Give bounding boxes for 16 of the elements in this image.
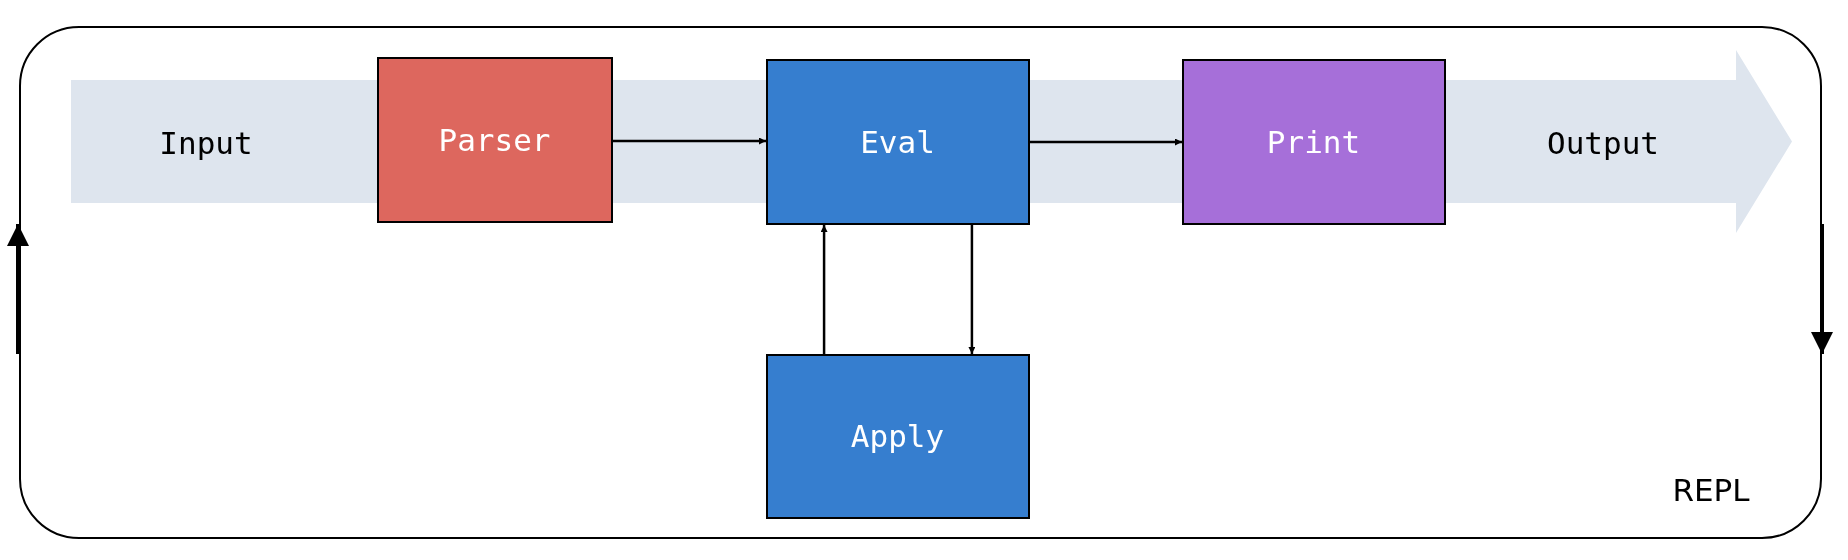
process-box: [376, 56, 613, 223]
process-box: [765, 58, 1030, 225]
loop-frame: [19, 26, 1822, 539]
frame-label: REPL: [1672, 472, 1750, 508]
box-label: Print: [1266, 123, 1361, 160]
arrow: [1030, 138, 1182, 146]
arrow: [968, 225, 976, 354]
arrow: [820, 225, 828, 354]
stage-label: Output: [1547, 125, 1659, 161]
process-box: [1181, 58, 1446, 225]
arrow: [613, 137, 766, 145]
box-label: Parser: [438, 121, 551, 158]
stage-label: Input: [159, 125, 253, 161]
box-label: Eval: [860, 123, 935, 160]
process-box: [765, 353, 1030, 519]
box-label: Apply: [850, 418, 945, 454]
